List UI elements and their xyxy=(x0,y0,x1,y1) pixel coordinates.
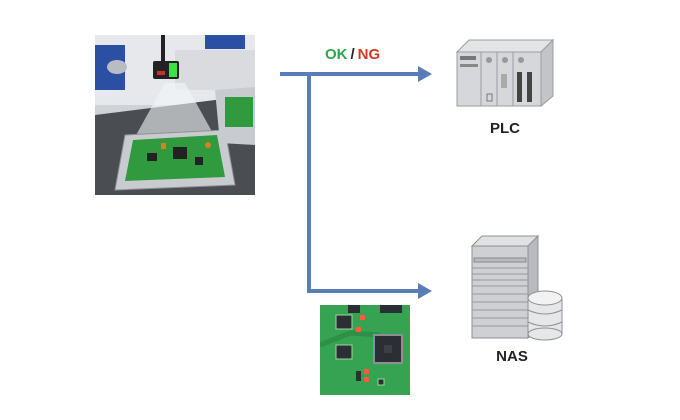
ok-label: OK xyxy=(325,46,348,63)
status-label: OK/NG xyxy=(325,46,380,63)
nas-arrowhead xyxy=(418,283,432,299)
plc-icon xyxy=(455,38,555,108)
plc-label: PLC xyxy=(490,120,520,137)
ng-label: NG xyxy=(357,46,381,63)
camera-inspection-illustration xyxy=(95,35,255,195)
plc-arrowhead xyxy=(418,66,432,82)
nas-label: NAS xyxy=(496,348,528,365)
nas-server-icon xyxy=(468,232,568,342)
database-icon xyxy=(527,290,563,341)
pcb-image xyxy=(319,305,410,395)
inspection-camera-photo xyxy=(95,35,255,195)
status-separator: / xyxy=(350,46,355,63)
